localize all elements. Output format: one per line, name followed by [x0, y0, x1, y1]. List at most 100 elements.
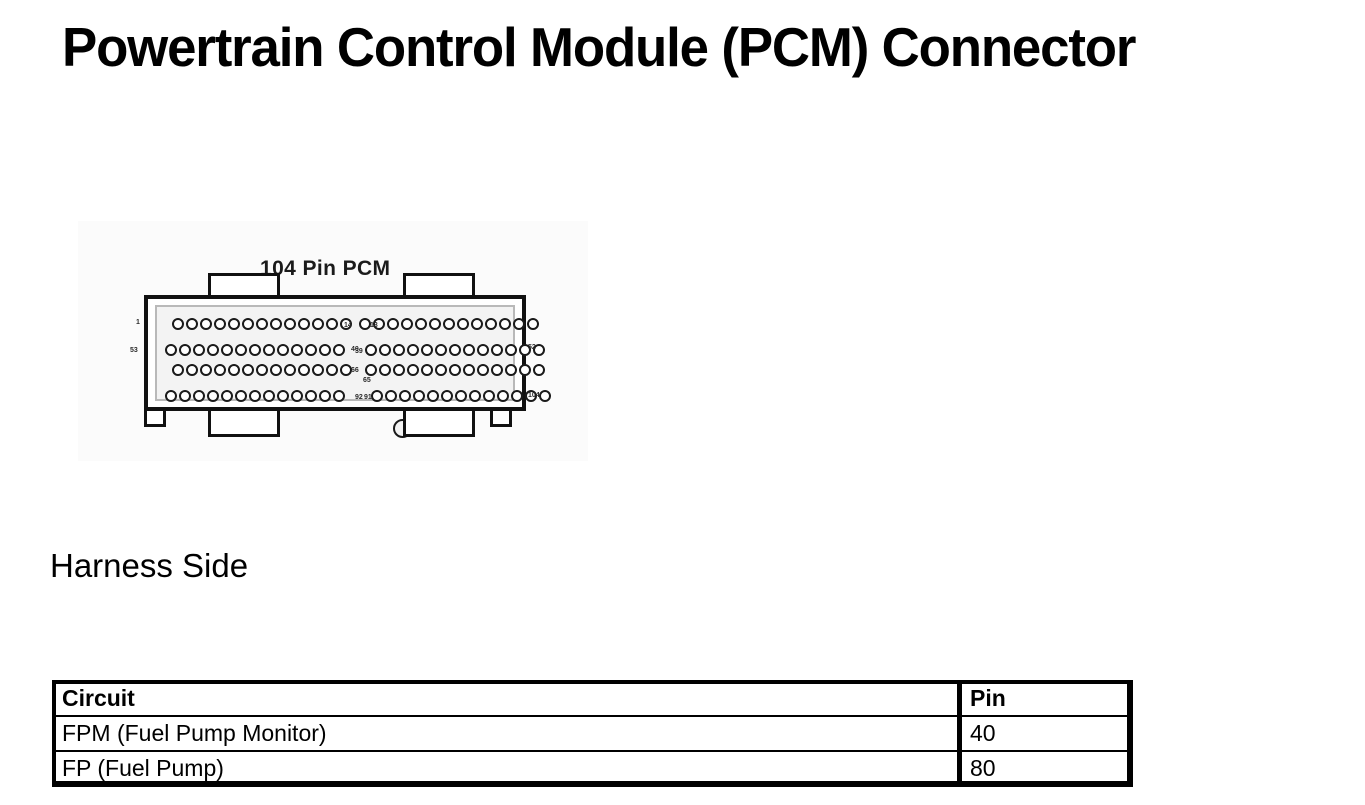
table-row: FP (Fuel Pump) 80	[52, 750, 1133, 787]
pin	[443, 318, 455, 330]
pin	[340, 364, 352, 376]
pin-label-92: 92	[355, 394, 363, 401]
pin	[242, 318, 254, 330]
pin-label-13: 13	[370, 322, 378, 329]
pin	[214, 364, 226, 376]
pin	[511, 390, 523, 402]
pin	[401, 318, 413, 330]
pin	[326, 364, 338, 376]
pin	[379, 364, 391, 376]
pin	[513, 318, 525, 330]
pin	[305, 344, 317, 356]
pin	[421, 344, 433, 356]
page-title: Powertrain Control Module (PCM) Connecto…	[62, 16, 1136, 78]
pin	[319, 390, 331, 402]
pin	[491, 364, 503, 376]
pin	[393, 344, 405, 356]
pin	[477, 344, 489, 356]
pin	[312, 364, 324, 376]
pin	[499, 318, 511, 330]
pin	[235, 390, 247, 402]
pin	[429, 318, 441, 330]
connector-tab-bottom-right-small	[490, 411, 512, 427]
pin	[214, 318, 226, 330]
pin	[228, 318, 240, 330]
pin-row-3-right	[365, 364, 545, 376]
pin-label-39: 39	[355, 348, 363, 355]
pin	[193, 390, 205, 402]
pin	[256, 318, 268, 330]
pin	[527, 318, 539, 330]
pin	[333, 390, 345, 402]
pin	[359, 318, 371, 330]
pin	[263, 390, 275, 402]
pin	[463, 364, 475, 376]
connector-tab-top-right	[403, 273, 475, 297]
pin-row-2-right	[365, 344, 545, 356]
pin	[235, 344, 247, 356]
connector-tab-bottom-left	[208, 411, 280, 437]
pin	[365, 344, 377, 356]
pin	[207, 390, 219, 402]
pin-label-1: 1	[136, 319, 140, 326]
pin-label-53: 53	[130, 347, 138, 354]
cell-pin: 40	[960, 715, 1133, 752]
pin	[193, 344, 205, 356]
pin	[457, 318, 469, 330]
pin	[471, 318, 483, 330]
column-header-pin: Pin	[960, 680, 1133, 717]
pcm-connector-figure: 104 Pin PCM	[78, 221, 588, 461]
pin	[319, 344, 331, 356]
pin	[270, 318, 282, 330]
pin	[455, 390, 467, 402]
pin	[497, 390, 509, 402]
pin-row-4-right	[371, 390, 551, 402]
pin	[291, 390, 303, 402]
pin	[186, 318, 198, 330]
pin	[385, 390, 397, 402]
pin	[413, 390, 425, 402]
pin	[441, 390, 453, 402]
pin-row-4-left	[165, 390, 345, 402]
pin	[270, 364, 282, 376]
pin-row-1-left	[172, 318, 352, 330]
pin	[186, 364, 198, 376]
pin	[435, 344, 447, 356]
pin	[179, 390, 191, 402]
pin	[172, 364, 184, 376]
pin	[415, 318, 427, 330]
pin	[449, 344, 461, 356]
pin	[228, 364, 240, 376]
connector-tab-bottom-right	[403, 411, 475, 437]
pin-label-91: 91	[364, 394, 372, 401]
pin	[533, 364, 545, 376]
pin	[399, 390, 411, 402]
pin	[256, 364, 268, 376]
pin	[533, 344, 545, 356]
pin	[200, 318, 212, 330]
pin	[435, 364, 447, 376]
pin	[463, 344, 475, 356]
column-header-circuit: Circuit	[52, 680, 962, 717]
pin	[525, 390, 537, 402]
pin	[249, 390, 261, 402]
pin	[291, 344, 303, 356]
pin	[519, 344, 531, 356]
pin	[519, 364, 531, 376]
pin	[539, 390, 551, 402]
pin	[305, 390, 317, 402]
table-header-row: Circuit Pin	[52, 680, 1133, 717]
pin	[505, 344, 517, 356]
pin	[221, 344, 233, 356]
pin	[407, 344, 419, 356]
cell-circuit: FPM (Fuel Pump Monitor)	[52, 715, 962, 752]
pin	[373, 318, 385, 330]
pin	[277, 390, 289, 402]
pin	[340, 318, 352, 330]
pin	[312, 318, 324, 330]
pin	[249, 344, 261, 356]
pin	[298, 318, 310, 330]
connector-body: 1 13 14 39 40 53 65 66 91 92 52 104	[130, 295, 551, 438]
pin	[491, 344, 503, 356]
pin-row-2-left	[165, 344, 345, 356]
